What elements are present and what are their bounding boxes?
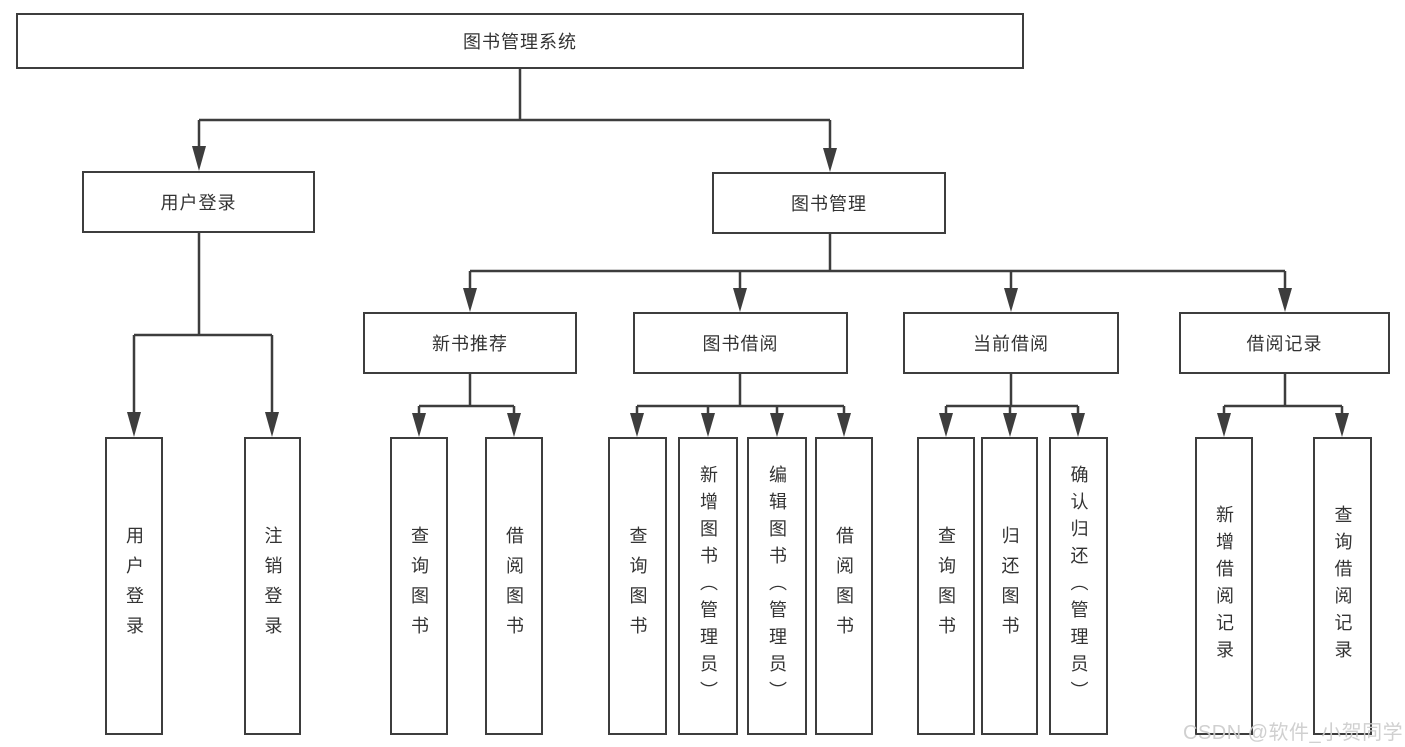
node-root-label: 图书管理系统 [463,32,577,52]
node-leaf-br-query-label: 查询借阅记录 [1332,505,1353,667]
node-book-borrow: 图书借阅 [633,312,848,374]
node-new-book-rec-label: 新书推荐 [432,334,508,354]
watermark-text: CSDN @软件_小贺同学 [1183,722,1404,744]
node-leaf-br-add: 新增借阅记录 [1195,437,1253,735]
node-leaf-bb-query: 查询图书 [608,437,667,735]
node-leaf-cb-query: 查询图书 [917,437,975,735]
node-leaf-bb-borrow: 借阅图书 [815,437,873,735]
node-leaf-nb-query: 查询图书 [390,437,448,735]
node-leaf-bb-edit-label: 编辑图书（管理员） [767,464,787,708]
node-leaf-br-add-label: 新增借阅记录 [1214,505,1234,667]
node-leaf-bb-query-label: 查询图书 [627,526,648,646]
node-borrow-records: 借阅记录 [1179,312,1390,374]
node-user-login-group-label: 用户登录 [160,193,237,213]
node-book-mgmt-group: 图书管理 [712,172,946,234]
node-leaf-cb-return-label: 归还图书 [999,526,1020,646]
node-borrow-records-label: 借阅记录 [1246,334,1323,354]
node-leaf-bb-add-label: 新增图书（管理员） [698,464,718,708]
node-leaf-logout: 注销登录 [244,437,301,735]
node-leaf-user-login-label: 用户登录 [124,526,144,646]
node-current-borrow-label: 当前借阅 [973,334,1049,354]
node-leaf-cb-confirm-label: 确认归还（管理员） [1068,464,1089,708]
node-user-login-group: 用户登录 [82,171,315,233]
node-leaf-bb-borrow-label: 借阅图书 [834,526,854,646]
node-book-borrow-label: 图书借阅 [702,334,779,354]
node-leaf-bb-add: 新增图书（管理员） [678,437,738,735]
node-leaf-cb-return: 归还图书 [981,437,1038,735]
node-leaf-nb-query-label: 查询图书 [409,526,429,646]
node-leaf-br-query: 查询借阅记录 [1313,437,1372,735]
node-leaf-user-login: 用户登录 [105,437,163,735]
node-leaf-cb-query-label: 查询图书 [936,526,956,646]
node-current-borrow: 当前借阅 [903,312,1119,374]
node-new-book-rec: 新书推荐 [363,312,577,374]
node-book-mgmt-group-label: 图书管理 [791,194,867,214]
node-leaf-logout-label: 注销登录 [262,526,283,646]
node-leaf-bb-edit: 编辑图书（管理员） [747,437,807,735]
node-leaf-cb-confirm: 确认归还（管理员） [1049,437,1108,735]
arrowheads [127,146,1349,437]
node-root: 图书管理系统 [16,13,1024,69]
node-leaf-nb-borrow: 借阅图书 [485,437,543,735]
node-leaf-nb-borrow-label: 借阅图书 [504,526,524,646]
